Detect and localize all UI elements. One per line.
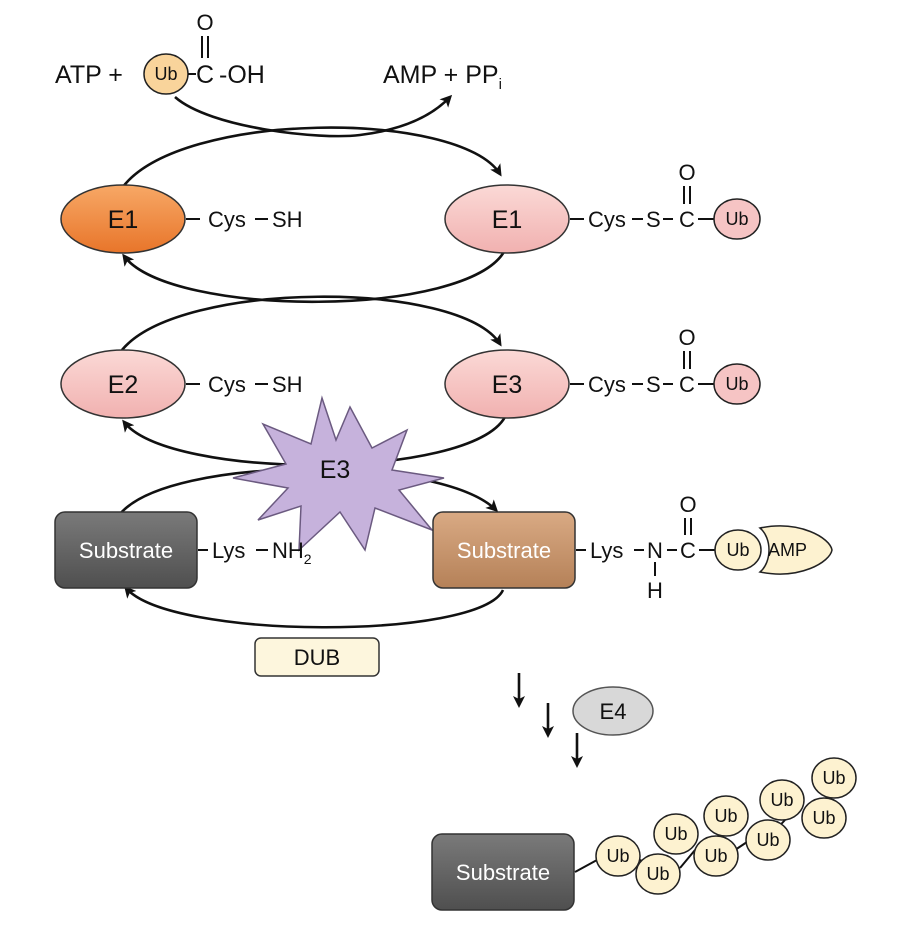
ub-label: Ub xyxy=(725,209,748,229)
polyubiquitinated-substrate-group: Substrate xyxy=(431,799,816,911)
cys-label: Cys xyxy=(588,372,626,397)
substrate-label: Substrate xyxy=(456,860,550,885)
ub-bubble xyxy=(714,529,762,571)
cys-label: Cys xyxy=(208,372,246,397)
ub-chain-label: Ub xyxy=(714,806,737,826)
ub-chain-label: Ub xyxy=(822,768,845,788)
ub-chain-bubble xyxy=(759,779,805,821)
atp-consumption-arrow xyxy=(174,94,453,138)
carbon-label: C xyxy=(679,372,695,397)
e4-label: E4 xyxy=(600,699,627,724)
amp-ppi-label: AMP + PPi xyxy=(383,61,502,93)
e2-to-e3-arrow xyxy=(121,295,502,351)
ub-chain-label: Ub xyxy=(812,808,835,828)
e1-enzyme xyxy=(60,184,186,254)
e3-ligase-star: E3 xyxy=(232,395,445,552)
e3-thioester-group: E3 Cys S O C Ub xyxy=(444,325,761,419)
ub-chain-label: Ub xyxy=(756,830,779,850)
carbonyl-oxygen: O xyxy=(196,10,213,35)
e3-enzyme xyxy=(444,349,570,419)
polyubiquitination-arrows xyxy=(513,673,583,768)
sulfur-label: S xyxy=(646,207,661,232)
sh-label: SH xyxy=(272,372,303,397)
e2-label: E2 xyxy=(108,371,139,399)
dub-group: DUB xyxy=(254,637,380,677)
substrate-free-group: Substrate Lys NH2 xyxy=(54,511,312,589)
sulfur-label: S xyxy=(646,372,661,397)
oxygen-label: O xyxy=(678,160,695,185)
ub-chain-bubble xyxy=(801,797,847,839)
nh2-label: NH2 xyxy=(272,538,312,567)
lys-label: Lys xyxy=(212,538,245,563)
hydroxyl-label: -OH xyxy=(219,61,265,89)
cys-label: Cys xyxy=(588,207,626,232)
cys-label: Cys xyxy=(208,207,246,232)
dub-deubiquitination-arrow xyxy=(124,585,505,629)
ub-chain-label: Ub xyxy=(704,846,727,866)
ub-chain-bubble xyxy=(635,853,681,895)
carbon-label: C xyxy=(680,538,696,563)
sh-label: SH xyxy=(272,207,303,232)
e3-label: E3 xyxy=(492,371,523,399)
substrate-ubiquitinated-group: Substrate Lys N H O C AMP Ub xyxy=(432,492,833,603)
e4-enzyme xyxy=(572,686,654,736)
amp-label: AMP xyxy=(768,540,807,560)
carbon-label: C xyxy=(679,207,695,232)
chain-link xyxy=(574,859,598,873)
ub-bubble xyxy=(713,363,761,405)
e3-star-shape xyxy=(232,395,445,552)
ub-chain-label: Ub xyxy=(606,846,629,866)
atp-plus-label: ATP + xyxy=(55,61,123,89)
e3-star-label: E3 xyxy=(320,456,351,484)
e1-thioester-group: E1 Cys S O C Ub xyxy=(444,160,761,254)
dub-box xyxy=(254,637,380,677)
hydrogen-label: H xyxy=(647,578,663,603)
activation-reaction: ATP + Ub O C -OH AMP + PPi xyxy=(55,10,502,138)
amp-crescent xyxy=(758,525,833,575)
substrate-box xyxy=(54,511,198,589)
dub-label: DUB xyxy=(294,645,340,670)
carbonyl-carbon: C xyxy=(196,61,214,89)
substrate-box xyxy=(432,511,576,589)
substrate-label: Substrate xyxy=(457,538,551,563)
ub-chain-label: Ub xyxy=(646,864,669,884)
substrate-label: Substrate xyxy=(79,538,173,563)
ub-bubble xyxy=(713,198,761,240)
ub-chain-label: Ub xyxy=(770,790,793,810)
ub-chain-bubble xyxy=(703,795,749,837)
e2-enzyme xyxy=(60,349,186,419)
ub-chain-bubble xyxy=(693,835,739,877)
e1-left-group: E1 Cys SH xyxy=(60,184,303,254)
ub-chain-bubble xyxy=(595,835,641,877)
e4-group: E4 xyxy=(572,686,654,736)
e1-charge-arrow xyxy=(120,126,502,189)
ub-label: Ub xyxy=(725,374,748,394)
substrate-box xyxy=(431,833,575,911)
ub-chain-label: Ub xyxy=(664,824,687,844)
ub-label: Ub xyxy=(726,540,749,560)
e1-charged-label: E1 xyxy=(492,206,523,234)
e2-group: E2 Cys SH xyxy=(60,349,303,419)
ub-chain-bubble xyxy=(653,813,699,855)
nitrogen-label: N xyxy=(647,538,663,563)
e1-to-e2-return-arrow xyxy=(122,249,507,304)
e1-charged-enzyme xyxy=(444,184,570,254)
oxygen-label: O xyxy=(678,325,695,350)
ub-chain-bubble xyxy=(811,757,857,799)
oxygen-label: O xyxy=(679,492,696,517)
lys-label: Lys xyxy=(590,538,623,563)
ub-reactant-label: Ub xyxy=(154,64,177,84)
ub-chain-bubble xyxy=(745,819,791,861)
e1-label: E1 xyxy=(108,206,139,234)
